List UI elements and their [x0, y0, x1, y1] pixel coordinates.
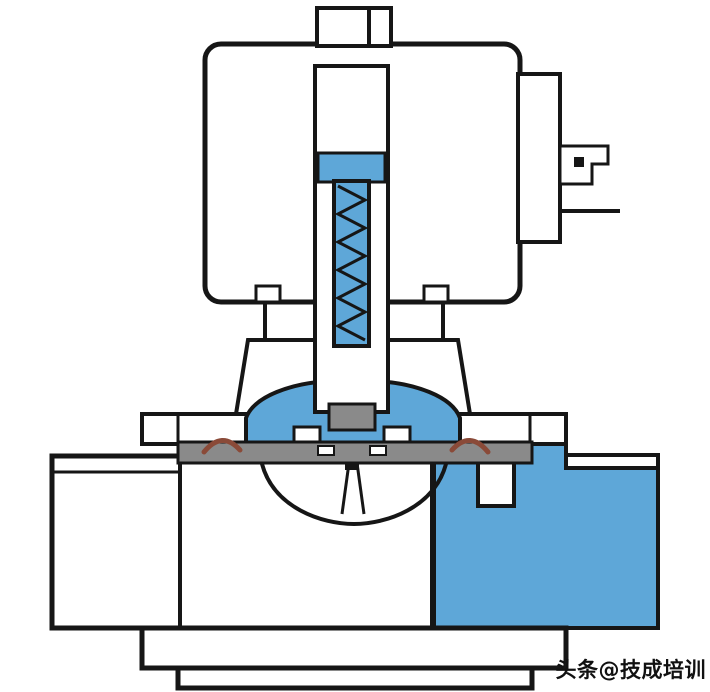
- pilot-needle-left: [340, 462, 351, 515]
- housing-tab-left: [254, 284, 282, 304]
- plunger-tip: [327, 402, 377, 432]
- bottom-flange: [139, 625, 569, 671]
- pilot-port-right: [382, 425, 412, 444]
- bottom-step: [175, 665, 535, 691]
- terminal: [315, 6, 393, 48]
- diaphragm-orifice-right: [369, 445, 387, 456]
- valve-chamber: [178, 442, 434, 630]
- diaphragm-assembly: [176, 438, 534, 515]
- watermark-text: 头条@技成培训: [555, 658, 706, 682]
- diaphragm-seal-right: [449, 438, 491, 455]
- plunger-spring: [334, 184, 369, 342]
- terminal-block: [315, 6, 393, 48]
- electrical-connector: [516, 72, 620, 244]
- diaphragm-seal-left: [201, 438, 243, 455]
- outlet-body-notch: [476, 456, 516, 508]
- diaphragm-orifice-left: [317, 445, 335, 456]
- housing-tab-right: [422, 284, 450, 304]
- pilot-port-left: [292, 425, 322, 444]
- fluid-outlet: [432, 442, 660, 630]
- inlet-pipe: [49, 453, 180, 631]
- fluid-gap: [316, 151, 387, 184]
- valve-body: [49, 442, 660, 691]
- plunger-assembly: [292, 64, 412, 444]
- pilot-stem-head: [345, 463, 359, 470]
- pilot-needle-right: [355, 462, 366, 515]
- connector-housing: [516, 72, 562, 244]
- chamber-bottom-wall: [260, 463, 448, 527]
- spade-contact: [574, 157, 584, 167]
